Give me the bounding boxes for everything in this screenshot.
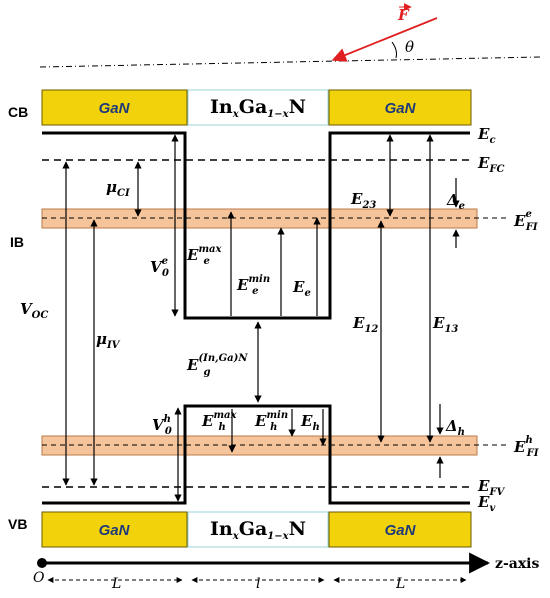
bottom-material-strip: GaN GaN InxGa1−xN [41, 511, 472, 548]
efv-label: EFV [477, 477, 506, 498]
force-vector: F θ [39, 3, 541, 68]
gan-block-bottom-right [328, 511, 472, 548]
len-l-label: l [256, 576, 260, 592]
gan-label-bottom-left: GaN [99, 522, 131, 539]
e12-label: E12 [352, 314, 378, 335]
axis-label: z-axis [495, 556, 539, 572]
gan-label-top-left: GaN [99, 100, 131, 117]
cb-label: CB [8, 104, 28, 120]
voc-label: VOC [20, 300, 48, 321]
z-axis: z-axis O L l L [33, 552, 539, 592]
ingan-label-top: InxGa1−xN [210, 96, 306, 120]
force-ref-line [39, 56, 541, 68]
delta-h-label: Δh [445, 417, 465, 438]
ev-label: Ev [477, 493, 495, 514]
mu-ci-label: μCI [106, 178, 130, 199]
ec-label: Ec [477, 125, 496, 146]
eh-label: Eh [300, 412, 320, 433]
vb-label: VB [8, 516, 27, 532]
ingan-block-top [187, 89, 329, 126]
gan-block-top-left [41, 89, 188, 126]
conduction-band-edge [42, 131, 470, 320]
e23-label: E23 [350, 190, 376, 211]
ingan-label-bottom: InxGa1−xN [210, 518, 306, 542]
ib-label: IB [10, 234, 24, 250]
origin-label: O [33, 570, 45, 586]
angle-arc [391, 41, 397, 59]
len-L2-label: L [395, 576, 405, 592]
e13-label: E13 [432, 314, 458, 335]
gan-label-bottom-right: GaN [385, 522, 417, 539]
angle-label: θ [405, 38, 414, 56]
ingan-block-bottom [187, 511, 329, 548]
len-L1-label: L [111, 576, 121, 592]
gan-block-top-right [328, 89, 472, 126]
force-label: F [397, 6, 410, 24]
ee-label: Ee [292, 278, 311, 299]
delta-e-label: Δe [446, 191, 465, 212]
gan-label-top-right: GaN [385, 100, 417, 117]
gan-block-bottom-left [41, 511, 188, 548]
top-material-strip: GaN GaN InxGa1−xN [41, 89, 472, 126]
mu-iv-label: μIV [96, 330, 121, 351]
force-arrow [331, 17, 438, 62]
efc-label: EFC [477, 154, 505, 175]
valence-band-edge [42, 404, 470, 505]
